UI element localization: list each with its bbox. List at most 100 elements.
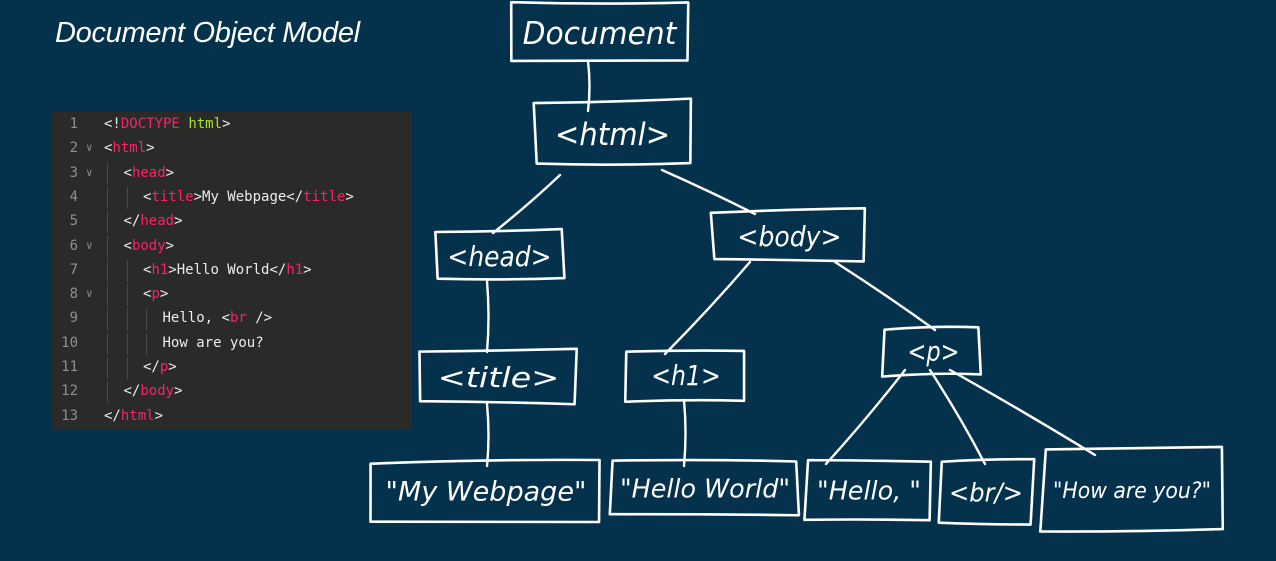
code-line: 13</html>: [51, 404, 412, 428]
tree-node-text-how: "How are you?": [1039, 445, 1225, 533]
code-line: 4<title>My Webpage</title>: [51, 185, 412, 209]
code-text: Hello, <br />: [162, 310, 273, 327]
node-label: <h1>: [651, 359, 720, 392]
line-number: 2: [69, 140, 78, 157]
code-line: 12</body>: [51, 379, 412, 403]
tree-edge-title-text-webpage: [485, 402, 490, 468]
tree-edge-p-br: [928, 368, 987, 466]
tree-edge-p-text-how: [948, 368, 1097, 457]
indent-guide: [126, 357, 128, 379]
fold-chevron-icon[interactable]: ∨: [86, 238, 93, 252]
node-box: [509, 0, 690, 63]
indent-guide: [126, 332, 128, 355]
code-text: <body>: [123, 237, 175, 254]
node-box: [803, 458, 933, 522]
tree-node-p: <p>: [880, 325, 983, 378]
node-box: [937, 457, 1036, 526]
tree-edge-body-p: [833, 260, 937, 332]
tree-node-head: <head>: [434, 227, 566, 281]
code-line: 3 ∨ <head>: [51, 161, 412, 185]
code-text: </p>: [143, 359, 177, 375]
slide-title: Document Object Model: [55, 17, 360, 49]
node-box: [434, 227, 566, 281]
tree-edge-html-head: [491, 173, 562, 235]
code-text: <p>: [143, 286, 169, 303]
tree-node-title: <title>: [418, 347, 579, 406]
indent-guide: [126, 308, 128, 331]
code-text: <head>: [123, 164, 175, 181]
line-number: 1: [69, 116, 78, 132]
line-number: 11: [61, 359, 78, 375]
tree-node-text-hello-world: "Hello World": [608, 458, 801, 517]
node-box: [623, 349, 746, 404]
line-number: 7: [69, 261, 78, 278]
node-label: <html>: [555, 117, 670, 153]
indent-guide: [107, 284, 108, 307]
node-label: <body>: [737, 220, 841, 253]
node-box: [709, 207, 867, 263]
indent-guide: [126, 284, 128, 307]
node-label: Document: [523, 16, 679, 52]
node-box: [608, 458, 801, 517]
indent-guide: [107, 332, 108, 355]
line-number: 3: [69, 164, 78, 181]
indent-guide: [146, 332, 147, 355]
code-text: How are you?: [162, 334, 264, 351]
code-text: <h1>Hello World</h1>: [143, 261, 312, 278]
tree-edge-html-body: [660, 168, 757, 216]
line-number: 12: [61, 383, 78, 400]
code-line: 11 </p>: [51, 355, 412, 379]
indent-guide: [146, 308, 147, 331]
indent-guide: [107, 211, 108, 234]
code-line: 6 ∨ <body>: [51, 234, 412, 258]
tree-edge-head-title: [485, 279, 490, 354]
tree-node-html: <html>: [532, 97, 693, 166]
code-line: 2 ∨ <html>: [51, 136, 412, 160]
tree-edge-p-text-hello: [824, 368, 907, 466]
node-box: [880, 325, 983, 378]
node-label: <p>: [907, 335, 959, 368]
fold-chevron-icon[interactable]: ∨: [86, 287, 93, 301]
tree-node-h1: <h1>: [623, 349, 746, 404]
fold-chevron-icon[interactable]: ∨: [86, 165, 93, 179]
code-text: </html>: [104, 407, 164, 424]
code-text: <!DOCTYPE html>: [104, 116, 231, 132]
tree-node-body: <body>: [709, 207, 867, 263]
indent-guide: [107, 259, 108, 282]
tree-node-text-webpage: "My Webpage": [369, 458, 601, 524]
indent-guide: [107, 308, 108, 331]
code-line: 5 </head>: [51, 209, 412, 233]
fold-chevron-icon[interactable]: ∨: [86, 141, 93, 155]
node-box: [418, 347, 579, 406]
tree-node-document: Document: [509, 0, 690, 63]
node-label: "How are you?": [1053, 479, 1211, 504]
node-label: <br/>: [949, 478, 1023, 508]
code-line: 10 How are you?: [51, 331, 412, 355]
node-label: "Hello, ": [817, 476, 921, 506]
code-line: 7 <h1>Hello World</h1>: [51, 258, 412, 282]
code-text: <title>My Webpage</title>: [143, 188, 354, 205]
indent-guide: [107, 357, 108, 379]
code-editor-panel: 1 <!DOCTYPE html> 2 ∨ <html> 3 ∨ <head> 4<title>…: [51, 112, 412, 430]
indent-guide: [107, 186, 108, 209]
line-number: 6: [69, 237, 78, 254]
tree-edge-h1-text-hello-world: [682, 398, 687, 468]
indent-guide: [126, 259, 128, 282]
code-line: 1 <!DOCTYPE html>: [51, 112, 412, 136]
node-box: [532, 97, 693, 166]
node-box: [1039, 445, 1225, 533]
code-text: </head>: [123, 213, 183, 230]
node-label: <head>: [447, 240, 551, 273]
line-number: 5: [69, 213, 78, 230]
tree-edge-body-h1: [663, 260, 752, 356]
node-label: <title>: [438, 361, 560, 394]
indent-guide: [107, 235, 108, 258]
tree-node-text-hello: "Hello, ": [803, 458, 933, 522]
line-number: 10: [61, 334, 78, 351]
code-text: <html>: [104, 140, 155, 157]
indent-guide: [107, 162, 108, 185]
node-label: "Hello World": [620, 474, 790, 504]
tree-edge-document-html: [586, 59, 591, 113]
